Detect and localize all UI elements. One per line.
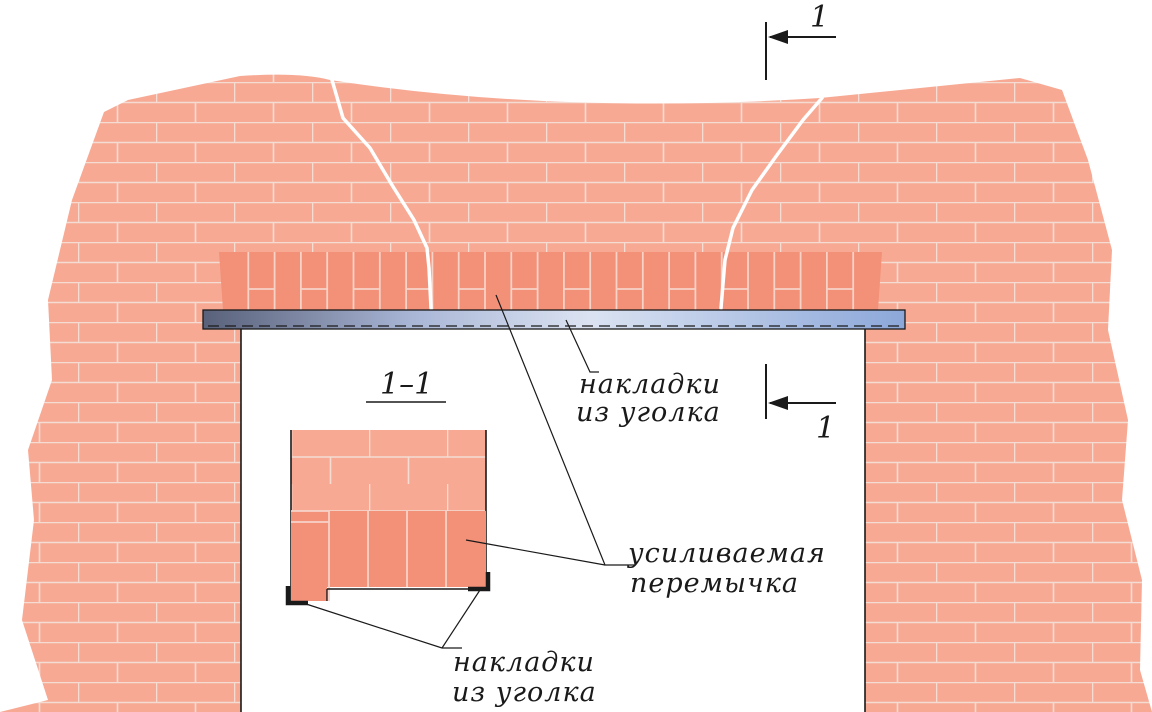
label-reinforced-lintel-line1: усиливаемая bbox=[627, 538, 826, 569]
section-label-top: 1 bbox=[810, 0, 829, 35]
section-angle-left bbox=[285, 586, 308, 606]
crack-left bbox=[330, 78, 433, 310]
leader-lintel-section bbox=[465, 539, 606, 566]
section-label-bottom: 1 bbox=[816, 411, 835, 446]
section-mark-bottom: 1 bbox=[765, 364, 836, 446]
crack-right bbox=[719, 96, 824, 310]
label-reinforced-lintel-line2: перемычка bbox=[630, 568, 799, 599]
label-angle-plates-section-line1: накладки bbox=[453, 647, 595, 678]
section-view bbox=[285, 430, 491, 606]
label-angle-plates-main-line2: из уголка bbox=[576, 397, 721, 428]
section-mark-top: 1 bbox=[765, 0, 836, 80]
label-angle-plates-section-line2: из уголка bbox=[452, 677, 597, 708]
section-angle-right bbox=[468, 572, 491, 592]
wall-cracks bbox=[330, 78, 824, 310]
leader-angle-section-right bbox=[441, 589, 481, 649]
label-angle-plates-main-line1: накладки bbox=[579, 369, 721, 400]
label-angle-plates-main: накладки из уголка bbox=[576, 369, 731, 428]
steel-angle-plate bbox=[202, 309, 906, 330]
section-title: 1–1 bbox=[380, 367, 433, 402]
label-angle-plates-section: накладки из уголка bbox=[452, 647, 605, 708]
reinforced-lintel bbox=[219, 252, 882, 310]
leader-angle-main bbox=[565, 319, 599, 373]
leader-lines bbox=[302, 294, 635, 649]
label-reinforced-lintel: усиливаемая перемычка bbox=[627, 538, 836, 599]
